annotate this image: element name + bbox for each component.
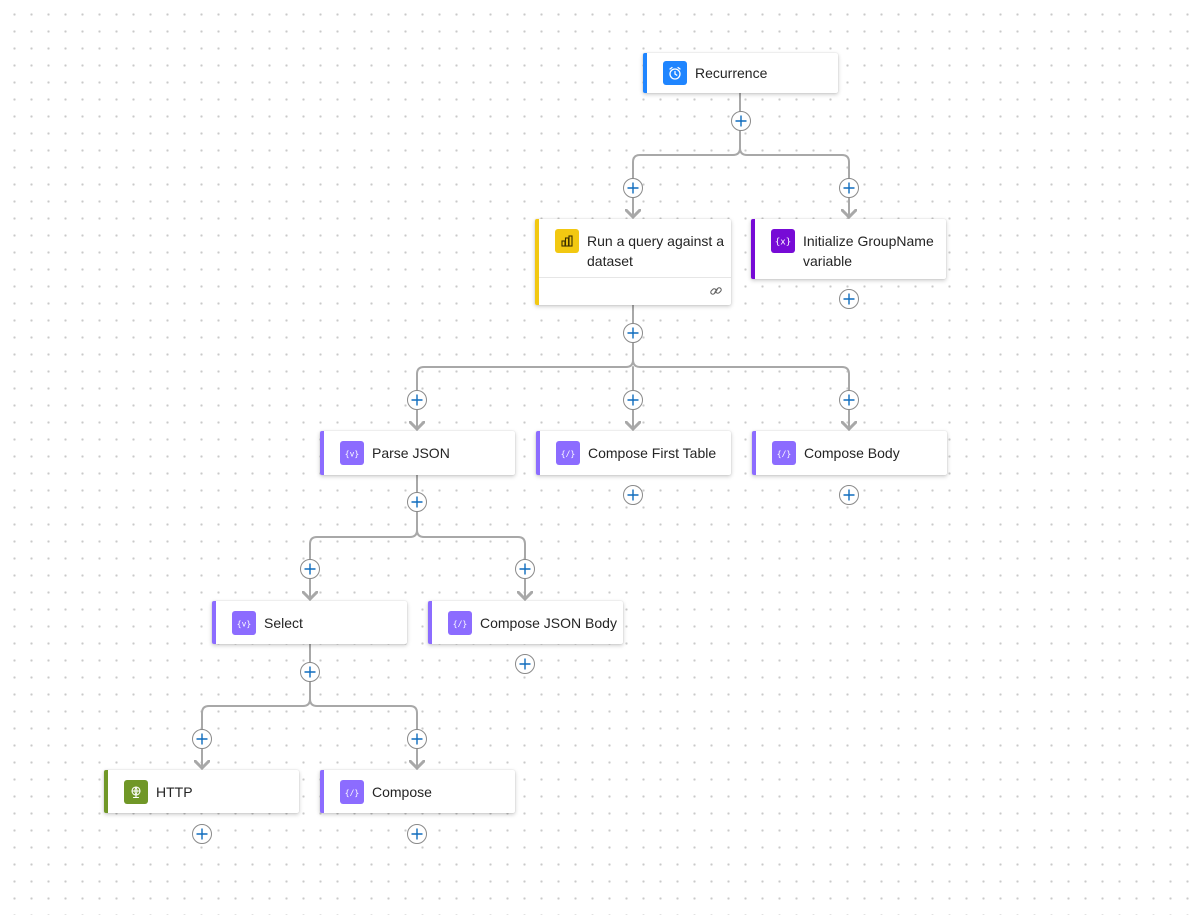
plus-icon [411, 733, 423, 745]
connector-recurrence-init-groupname [739, 147, 849, 217]
connector-recurrence-run-query [633, 92, 741, 217]
insert-step-button[interactable] [407, 824, 427, 844]
action-card-recurrence[interactable]: Recurrence [643, 53, 838, 93]
insert-step-button[interactable] [623, 485, 643, 505]
insert-step-button[interactable] [623, 390, 643, 410]
alarm-clock-icon [663, 61, 687, 85]
plus-icon [411, 828, 423, 840]
svg-text:{x}: {x} [775, 238, 791, 248]
card-accent-bar [320, 431, 324, 475]
variable-icon: {x} [771, 229, 795, 253]
insert-step-button[interactable] [623, 178, 643, 198]
insert-step-button[interactable] [839, 178, 859, 198]
action-card-compose-json-body[interactable]: {/} Compose JSON Body [428, 601, 623, 644]
action-title: Compose JSON Body [480, 615, 617, 631]
card-accent-bar [643, 53, 647, 93]
plus-icon [304, 666, 316, 678]
action-title: HTTP [156, 784, 193, 800]
plus-icon [843, 182, 855, 194]
action-title: Initialize GroupName variable [803, 233, 934, 269]
card-accent-bar [536, 431, 540, 475]
plus-icon [304, 563, 316, 575]
insert-step-button[interactable] [515, 654, 535, 674]
action-title: Recurrence [695, 65, 768, 81]
connector-run-query-compose-body [632, 359, 849, 429]
plus-icon [843, 394, 855, 406]
insert-step-button[interactable] [623, 323, 643, 343]
insert-step-button[interactable] [192, 824, 212, 844]
data-operation-icon: {/} [556, 441, 580, 465]
action-title: Select [264, 615, 303, 631]
insert-step-button[interactable] [300, 662, 320, 682]
card-accent-bar [535, 219, 539, 305]
action-title: Compose First Table [588, 445, 717, 461]
svg-text:{/}: {/} [345, 789, 359, 798]
insert-step-button[interactable] [300, 559, 320, 579]
insert-step-button[interactable] [731, 111, 751, 131]
plus-icon [196, 828, 208, 840]
plus-icon [627, 182, 639, 194]
action-card-compose-first-table[interactable]: {/} Compose First Table [536, 431, 731, 475]
action-title: Compose Body [804, 445, 900, 461]
card-accent-bar [751, 219, 755, 279]
plus-icon [843, 293, 855, 305]
action-card-http[interactable]: HTTP [104, 770, 299, 813]
svg-text:{v}: {v} [345, 450, 359, 459]
action-card-parse-json[interactable]: {v} Parse JSON [320, 431, 515, 475]
plus-icon [627, 327, 639, 339]
data-operation-icon: {/} [772, 441, 796, 465]
insert-step-button[interactable] [407, 492, 427, 512]
data-operation-icon: {/} [448, 611, 472, 635]
card-accent-bar [212, 601, 216, 644]
card-accent-bar [428, 601, 432, 644]
action-title: Run a query against a dataset [587, 233, 724, 269]
action-card-select[interactable]: {v} Select [212, 601, 407, 644]
connector-parse-json-compose-json-body [416, 529, 525, 599]
insert-step-button[interactable] [407, 729, 427, 749]
card-accent-bar [752, 431, 756, 475]
data-operation-icon: {/} [340, 780, 364, 804]
data-operation-icon: {v} [232, 611, 256, 635]
plus-icon [735, 115, 747, 127]
plus-icon [519, 658, 531, 670]
insert-step-button[interactable] [192, 729, 212, 749]
svg-text:{v}: {v} [237, 620, 251, 629]
insert-step-button[interactable] [515, 559, 535, 579]
plus-icon [196, 733, 208, 745]
action-card-compose-body[interactable]: {/} Compose Body [752, 431, 947, 475]
action-card-run-query[interactable]: Run a query against a dataset [535, 219, 731, 305]
svg-text:{/}: {/} [453, 620, 467, 629]
card-accent-bar [104, 770, 108, 813]
connector-run-query-parse-json [417, 304, 634, 429]
plus-icon [627, 489, 639, 501]
action-card-initialize-groupname[interactable]: {x} Initialize GroupName variable [751, 219, 946, 279]
card-footer [539, 277, 731, 306]
plus-icon [627, 394, 639, 406]
globe-icon [124, 780, 148, 804]
plus-icon [519, 563, 531, 575]
connector-parse-json-select [310, 474, 418, 599]
plus-icon [843, 489, 855, 501]
plus-icon [411, 394, 423, 406]
svg-text:{/}: {/} [777, 450, 791, 459]
connector-select-compose [309, 698, 417, 768]
action-title: Compose [372, 784, 432, 800]
power-bi-icon [555, 229, 579, 253]
card-accent-bar [320, 770, 324, 813]
data-operation-icon: {v} [340, 441, 364, 465]
svg-text:{/}: {/} [561, 450, 575, 459]
insert-step-button[interactable] [407, 390, 427, 410]
connection-link-icon[interactable] [709, 284, 723, 303]
connector-select-http [202, 643, 311, 768]
action-title: Parse JSON [372, 445, 450, 461]
insert-step-button[interactable] [839, 485, 859, 505]
insert-step-button[interactable] [839, 289, 859, 309]
insert-step-button[interactable] [839, 390, 859, 410]
action-card-compose[interactable]: {/} Compose [320, 770, 515, 813]
plus-icon [411, 496, 423, 508]
